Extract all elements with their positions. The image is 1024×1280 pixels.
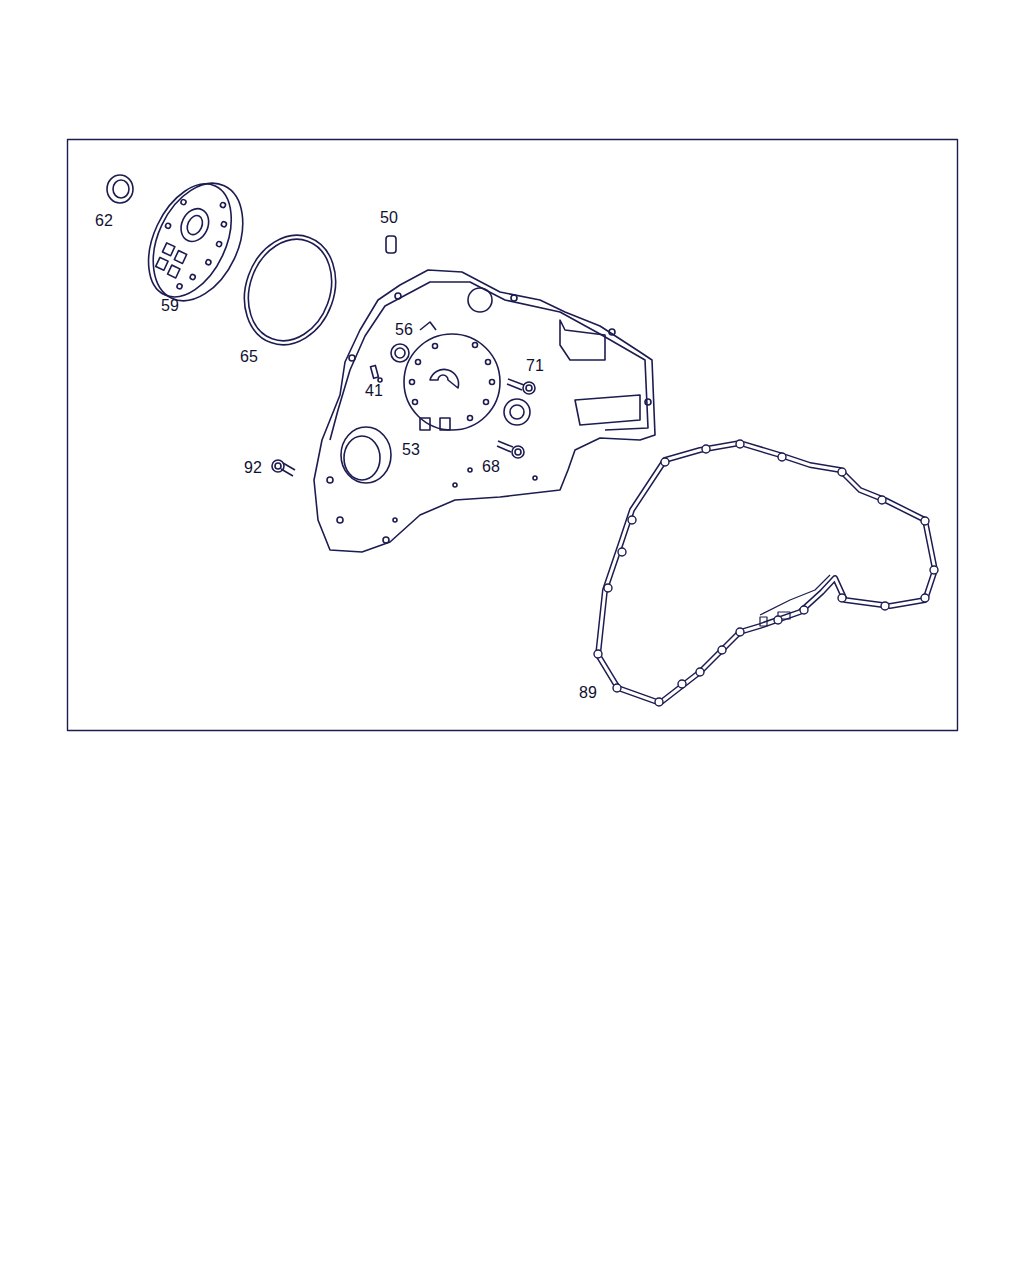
transmission-housing (314, 270, 655, 552)
dowel-pin (386, 236, 396, 253)
frame (68, 140, 958, 731)
o-ring (230, 222, 351, 357)
bolt (497, 441, 524, 458)
callout-number: 59 (161, 297, 179, 315)
pump-disc (132, 167, 261, 315)
callout-number: 62 (95, 212, 113, 230)
callout-number: 56 (395, 321, 413, 339)
callout-number: 89 (579, 684, 597, 702)
gasket (594, 440, 938, 706)
callout-number: 71 (526, 357, 544, 375)
callout-number: 65 (240, 348, 258, 366)
bolt (507, 379, 535, 394)
bolt (272, 460, 295, 476)
callout-number: 50 (380, 209, 398, 227)
callout-number: 68 (482, 458, 500, 476)
callout-number: 53 (402, 441, 420, 459)
callout-number: 92 (244, 459, 262, 477)
seal-ring (107, 175, 133, 203)
callout-number: 41 (365, 382, 383, 400)
